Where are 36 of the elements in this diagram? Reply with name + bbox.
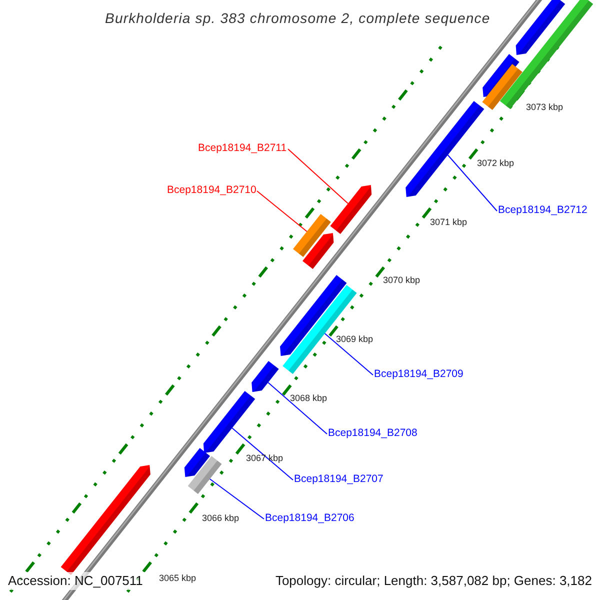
scale-label: 3067 kbp [246,453,284,464]
gene-bar [302,233,334,269]
scale-label: 3071 kbp [430,217,468,228]
leader-line [209,478,264,520]
scale-label: 3066 kbp [202,513,240,524]
gene-label: Bcep18194_B2708 [328,426,418,440]
gene-bar [60,465,150,575]
scale-label: 3070 kbp [383,275,420,286]
accession-text: Accession: NC_007511 [6,572,145,590]
leader-line [324,333,374,376]
leader-line [232,428,294,480]
gene-bar [516,0,566,55]
leader-line [288,148,348,204]
gene-bar [188,456,222,494]
gene-bar [330,185,372,234]
scale-label: 3065 kbp [159,573,196,584]
scale-label: 3073 kbp [526,102,564,113]
scale-label: 3068 kbp [290,393,328,404]
leader-line [447,154,498,212]
gene-label: Bcep18194_B2707 [294,472,384,486]
scale-label: 3072 kbp [477,158,514,169]
gene-bar [482,64,522,110]
title: Burkholderia sp. 383 chromosome 2, complete sequence [105,9,490,28]
gene-bar [252,361,279,392]
gene-label: Bcep18194_B2709 [374,367,464,381]
gene-bar [203,391,256,453]
gene-bar [293,214,331,257]
gene-label: Bcep18194_B2710 [167,183,256,197]
leader-line [256,190,308,232]
gene-bar [282,285,357,374]
gene-label: Bcep18194_B2711 [198,141,287,155]
gene-label: Bcep18194_B2706 [265,511,354,525]
gene-bar [184,448,210,477]
scale-label: 3069 kbp [336,334,374,345]
gene-label: Bcep18194_B2712 [498,203,588,217]
leader-line [268,382,328,434]
